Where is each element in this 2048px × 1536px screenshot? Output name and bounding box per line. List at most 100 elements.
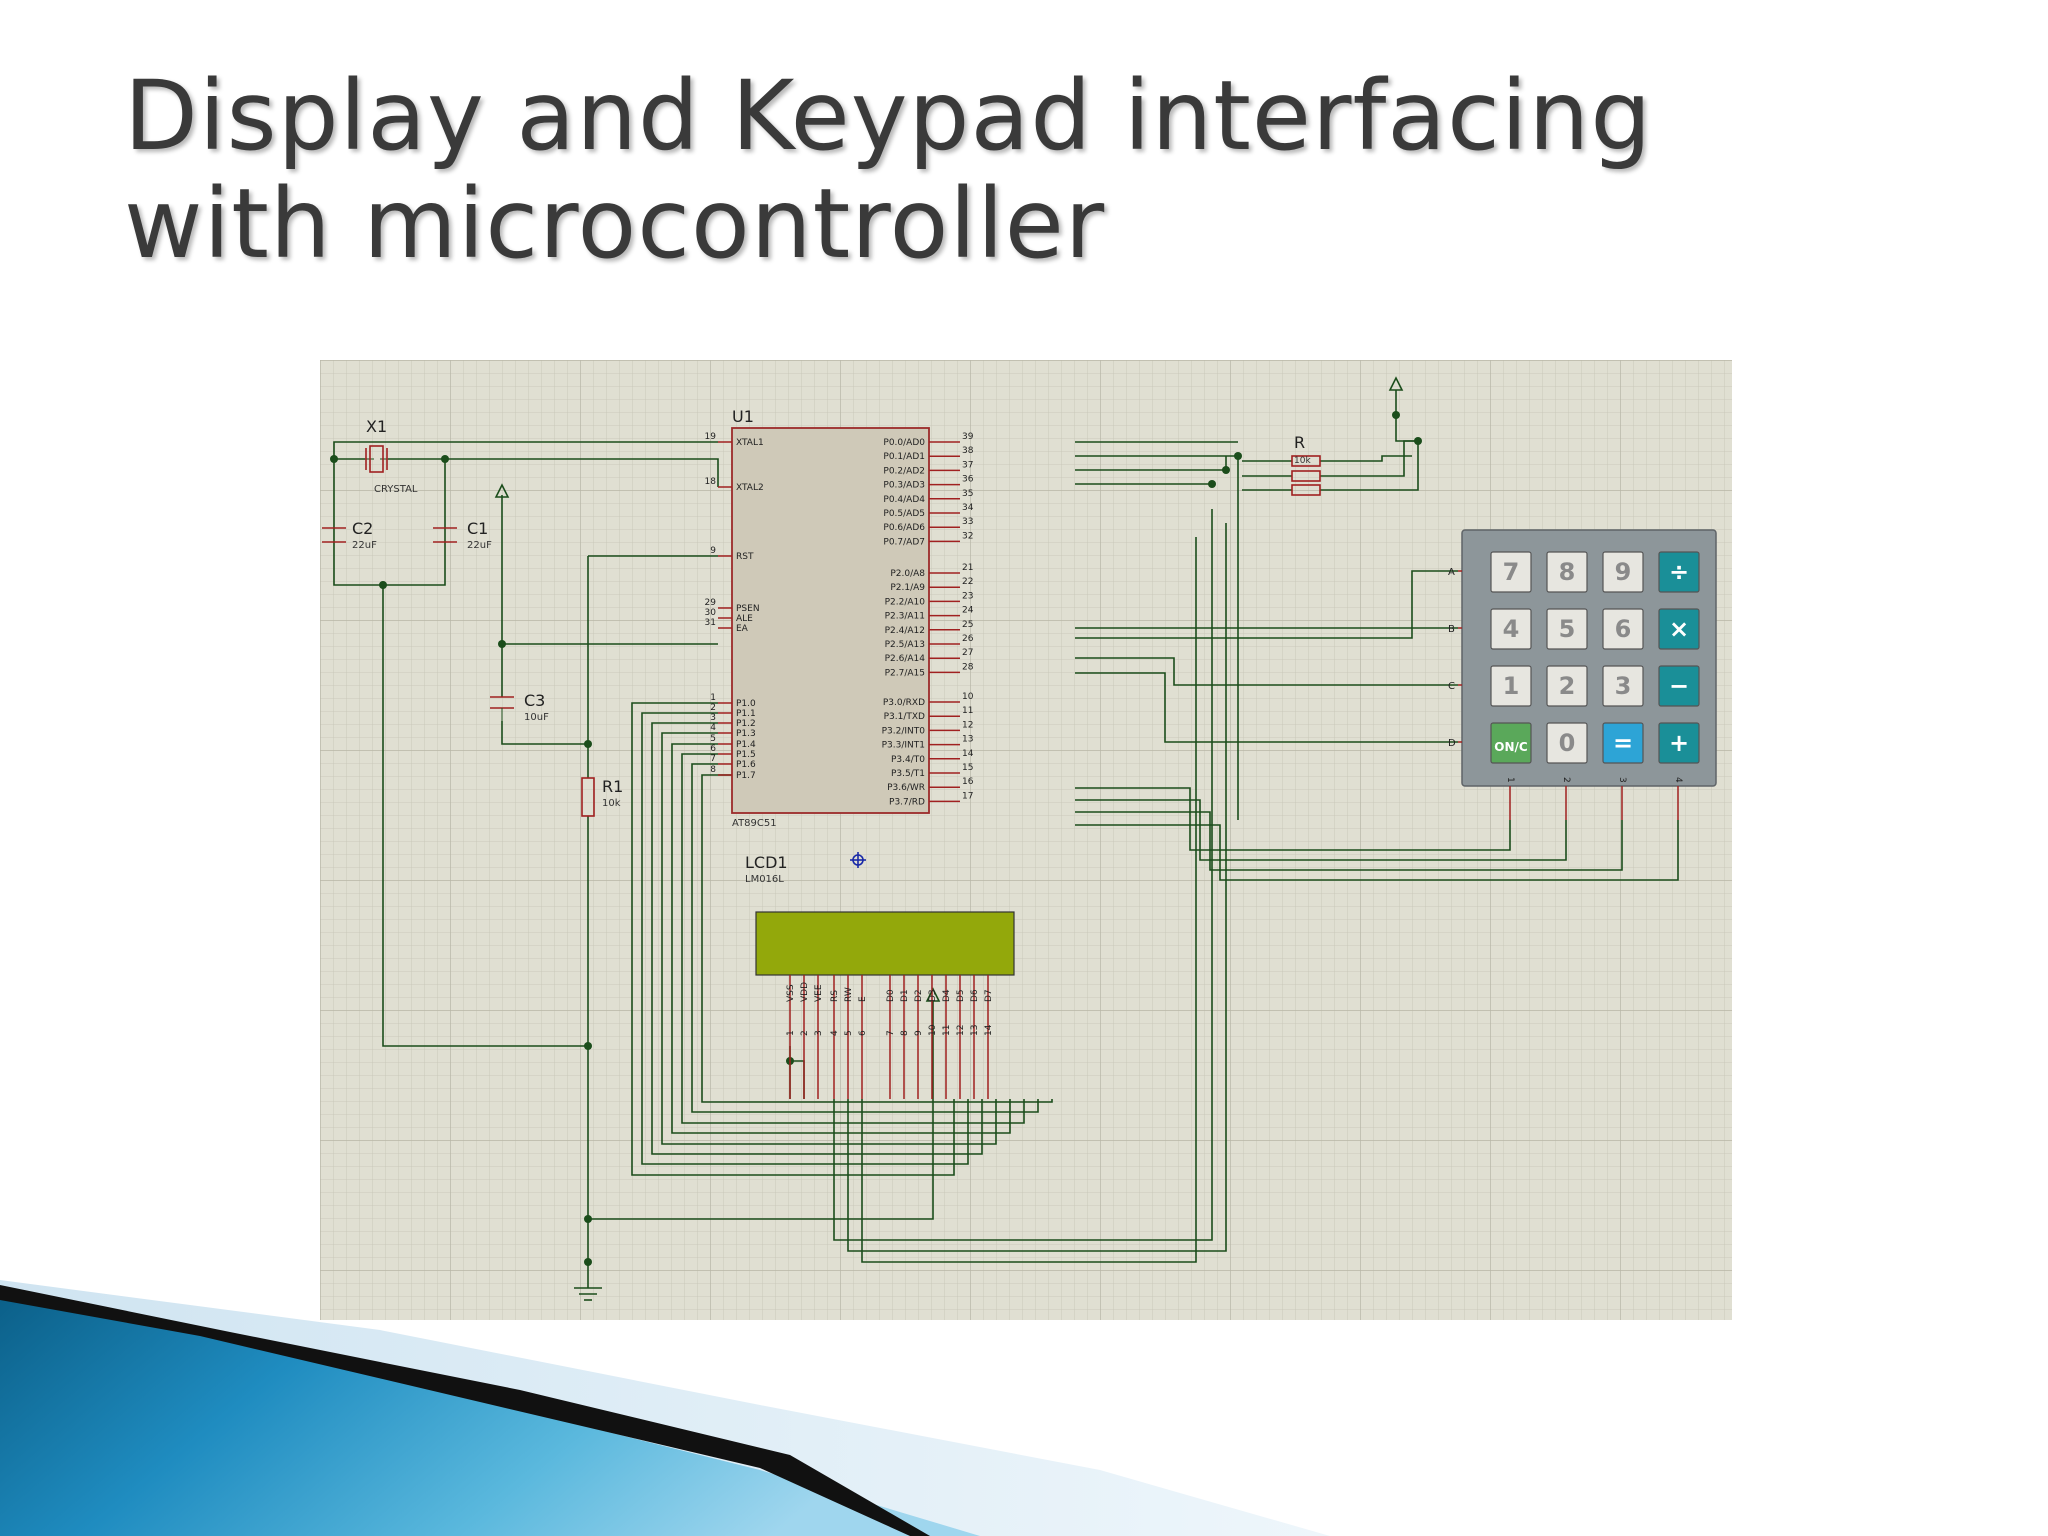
mcu-pin-number: 29 bbox=[705, 598, 717, 608]
lcd-pin-name: D6 bbox=[970, 989, 980, 1002]
keypad-key-face bbox=[1490, 608, 1532, 650]
capacitor-c3: C3 10uF bbox=[490, 691, 549, 723]
lcd-pin-name: VSS bbox=[786, 984, 796, 1002]
lcd-pin-number: 2 bbox=[800, 1030, 810, 1036]
capacitor-c2: C2 22uF bbox=[322, 459, 377, 585]
lcd-screen bbox=[755, 911, 1015, 976]
mcu-pin-number: 25 bbox=[962, 620, 973, 630]
keypad-key[interactable]: × bbox=[1658, 608, 1700, 650]
keypad-key[interactable]: 5 bbox=[1546, 608, 1588, 650]
keypad-key[interactable]: = bbox=[1602, 722, 1644, 764]
mcu-pin-name: P0.4/AD4 bbox=[883, 495, 925, 505]
keypad-key-label: 8 bbox=[1559, 558, 1576, 586]
keypad-key-label: 4 bbox=[1503, 615, 1520, 643]
mcu-pin-name: XTAL2 bbox=[736, 483, 764, 493]
keypad-row-label: B bbox=[1448, 624, 1455, 635]
rpack-value-visible: 10k bbox=[1294, 456, 1311, 466]
c2-value: 22uF bbox=[352, 540, 377, 551]
mcu-pin-number: 13 bbox=[962, 735, 973, 745]
lcd-pin-name: D1 bbox=[900, 989, 910, 1002]
lcd-part: LM016L bbox=[745, 874, 784, 885]
mcu-pin-name: P0.5/AD5 bbox=[883, 509, 925, 519]
keypad-key[interactable]: 6 bbox=[1602, 608, 1644, 650]
keypad-key[interactable]: 1 bbox=[1490, 665, 1532, 707]
mcu-pin-name: P1.6 bbox=[736, 760, 756, 770]
keypad-key-label: 0 bbox=[1559, 729, 1576, 757]
keypad-key[interactable]: 4 bbox=[1490, 608, 1532, 650]
c1-ref: C1 bbox=[467, 519, 488, 538]
c2-ref: C2 bbox=[352, 519, 373, 538]
mcu-pin-number: 35 bbox=[962, 489, 973, 499]
mcu-pin-name: P2.6/A14 bbox=[885, 654, 926, 664]
mcu-pin-name: P3.4/T0 bbox=[891, 755, 925, 765]
keypad-key[interactable]: 0 bbox=[1546, 722, 1588, 764]
keypad-key[interactable]: 3 bbox=[1602, 665, 1644, 707]
mcu-pin-number: 18 bbox=[705, 477, 717, 487]
mcu-pin-number: 33 bbox=[962, 517, 973, 527]
resistor-r1: R1 10k bbox=[581, 777, 623, 817]
keypad-key-face bbox=[1490, 722, 1532, 764]
mcu-pin-name: P2.3/A11 bbox=[885, 612, 925, 622]
mcu-pin-name: P2.1/A9 bbox=[890, 583, 925, 593]
r1-ref: R1 bbox=[602, 777, 623, 796]
mcu-pin-number: 36 bbox=[962, 475, 974, 485]
keypad-key[interactable]: 2 bbox=[1546, 665, 1588, 707]
mcu-pin-number: 19 bbox=[705, 432, 717, 442]
mcu-pin-name: P1.1 bbox=[736, 709, 756, 719]
vcc-symbol bbox=[1388, 376, 1404, 391]
mcu-pin-name: P3.5/T1 bbox=[891, 769, 925, 779]
mcu-pin-name: P3.3/INT1 bbox=[882, 741, 925, 751]
mcu-pin-name: PSEN bbox=[736, 604, 760, 614]
keypad-key[interactable]: ON/C bbox=[1490, 722, 1532, 764]
mcu-pin-name: P3.6/WR bbox=[887, 783, 925, 793]
slide-title-line-2: with microcontroller bbox=[124, 168, 1106, 280]
mcu-pin-name: P1.3 bbox=[736, 729, 756, 739]
keypad-row-label: D bbox=[1448, 738, 1456, 749]
keypad-key-face bbox=[1546, 551, 1588, 593]
keypad-key-label: ÷ bbox=[1669, 558, 1689, 586]
lcd-pin-name: RW bbox=[844, 987, 854, 1002]
mcu-pin-name: P0.1/AD1 bbox=[883, 452, 925, 462]
crystal-x1: X1 CRYSTAL bbox=[365, 417, 418, 495]
mcu-pin-number: 3 bbox=[710, 713, 716, 723]
keypad-key[interactable]: 8 bbox=[1546, 551, 1588, 593]
lcd-pin-number: 14 bbox=[984, 1024, 994, 1036]
mcu-pin-number: 22 bbox=[962, 577, 973, 587]
keypad-key-face bbox=[1546, 665, 1588, 707]
mcu-pin-name: P0.2/AD2 bbox=[883, 466, 925, 476]
mcu-pin-number: 27 bbox=[962, 648, 973, 658]
mcu-pin-number: 8 bbox=[710, 765, 716, 775]
keypad-key[interactable]: + bbox=[1658, 722, 1700, 764]
r1-value: 10k bbox=[602, 798, 621, 809]
mcu-pin-name: P0.0/AD0 bbox=[883, 438, 925, 448]
lcd-pin-name: D3 bbox=[928, 989, 938, 1002]
keypad-key[interactable]: − bbox=[1658, 665, 1700, 707]
keypad-key-label: 9 bbox=[1615, 558, 1632, 586]
keypad-key[interactable]: 9 bbox=[1602, 551, 1644, 593]
mcu-pin-number: 23 bbox=[962, 591, 973, 601]
keypad-key[interactable]: ÷ bbox=[1658, 551, 1700, 593]
keypad-key-label: − bbox=[1669, 672, 1689, 700]
keypad-key-face bbox=[1546, 722, 1588, 764]
keypad-key-face bbox=[1546, 608, 1588, 650]
lcd-pin-name: D4 bbox=[942, 989, 952, 1002]
mcu-pin-name: P2.7/A15 bbox=[885, 668, 925, 678]
mcu-pin-number: 12 bbox=[962, 720, 973, 730]
keypad-key[interactable]: 7 bbox=[1490, 551, 1532, 593]
decoration-black-stripe bbox=[0, 1285, 930, 1536]
mcu-pin-number: 21 bbox=[962, 563, 973, 573]
mcu-pin-name: P0.7/AD7 bbox=[883, 537, 925, 547]
mcu-pin-name: P3.0/RXD bbox=[883, 698, 925, 708]
mcu-body bbox=[731, 427, 930, 814]
capacitor-c1: C1 22uF bbox=[433, 519, 492, 551]
mcu-pin-name: P3.2/INT0 bbox=[882, 726, 926, 736]
keypad-row-label: A bbox=[1448, 567, 1455, 578]
lcd-pin-number: 1 bbox=[786, 1030, 796, 1036]
keypad-row-label: C bbox=[1448, 681, 1455, 692]
c1-value: 22uF bbox=[467, 540, 492, 551]
keypad-key-face bbox=[1602, 608, 1644, 650]
mcu-pin-number: 10 bbox=[962, 692, 974, 702]
mcu-pin-name: P0.6/AD6 bbox=[883, 523, 925, 533]
lcd-pin-name: RS bbox=[830, 990, 840, 1002]
